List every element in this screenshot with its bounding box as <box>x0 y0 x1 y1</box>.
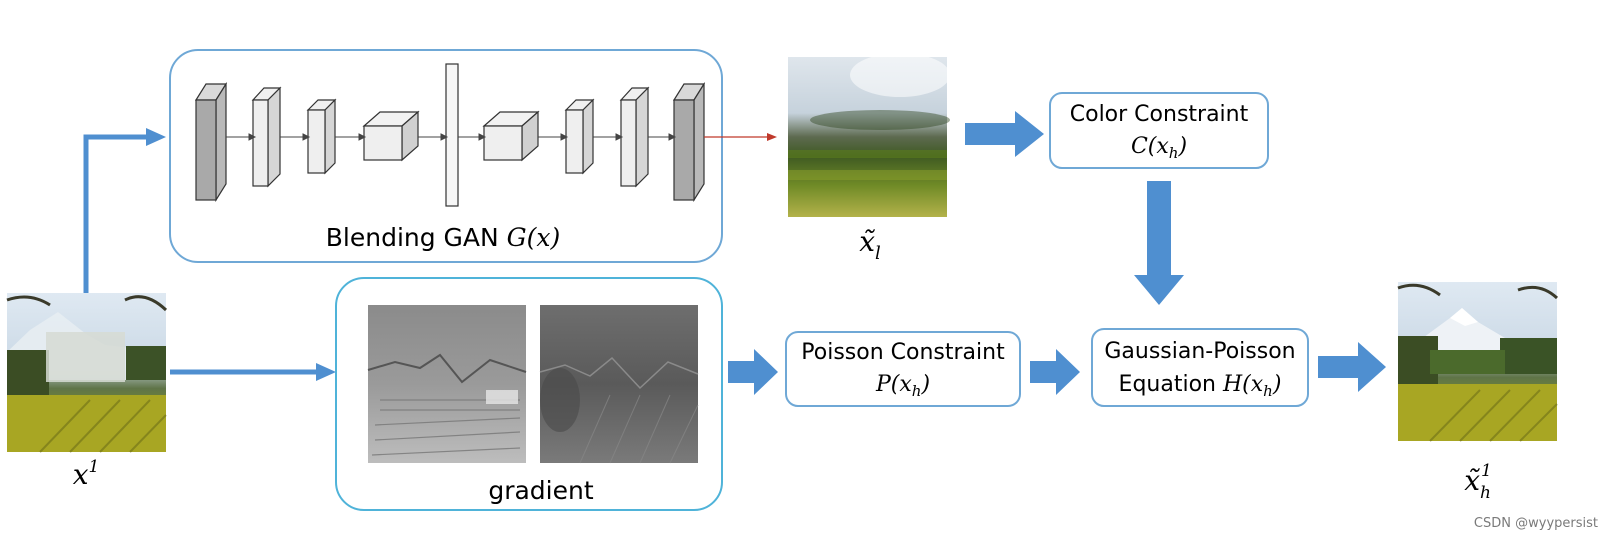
network-layers <box>194 63 706 207</box>
layer-connectors <box>226 133 677 141</box>
arrow-to-blending-gan <box>83 128 166 293</box>
output-label: x̃h1 <box>1464 461 1492 503</box>
arrow-down-to-gp-equation <box>1134 181 1184 305</box>
input-label: x1 <box>73 457 100 491</box>
poisson-constraint-func: P(xh) <box>875 372 930 400</box>
low-frequency-image <box>788 53 950 217</box>
color-constraint-box: Color Constraint C(xh) <box>1049 92 1269 169</box>
poisson-constraint-box: Poisson Constraint P(xh) <box>785 331 1021 407</box>
output-blended-image <box>1397 282 1559 442</box>
arrow-to-gp-equation <box>1030 349 1080 395</box>
color-constraint-title: Color Constraint <box>1070 102 1249 127</box>
gp-equation-title: Gaussian-Poisson <box>1104 339 1295 364</box>
arrow-to-poisson-constraint <box>728 349 778 395</box>
gaussian-poisson-box: Gaussian-Poisson Equation H(xh) <box>1091 328 1309 407</box>
arrow-to-output <box>1318 342 1386 392</box>
low-res-label: x̃l <box>859 225 881 264</box>
watermark: CSDN @wyypersist <box>1473 516 1598 531</box>
color-constraint-func: C(xh) <box>1131 134 1187 162</box>
arrow-to-color-constraint <box>965 111 1044 157</box>
blending-gan-box: Blending GAN G(x) <box>169 49 723 263</box>
gradient-label: gradient <box>488 476 594 505</box>
gradient-box: gradient <box>335 277 723 511</box>
blending-gan-label: Blending GAN G(x) <box>326 223 561 252</box>
red-output-arrow <box>704 133 777 141</box>
gp-equation-func: Equation H(xh) <box>1119 372 1282 400</box>
arrow-to-gradient <box>170 363 336 381</box>
gradient-image-horizontal <box>367 305 527 463</box>
gradient-image-vertical <box>539 305 699 464</box>
poisson-constraint-title: Poisson Constraint <box>801 340 1005 365</box>
input-composite-image <box>6 293 168 453</box>
